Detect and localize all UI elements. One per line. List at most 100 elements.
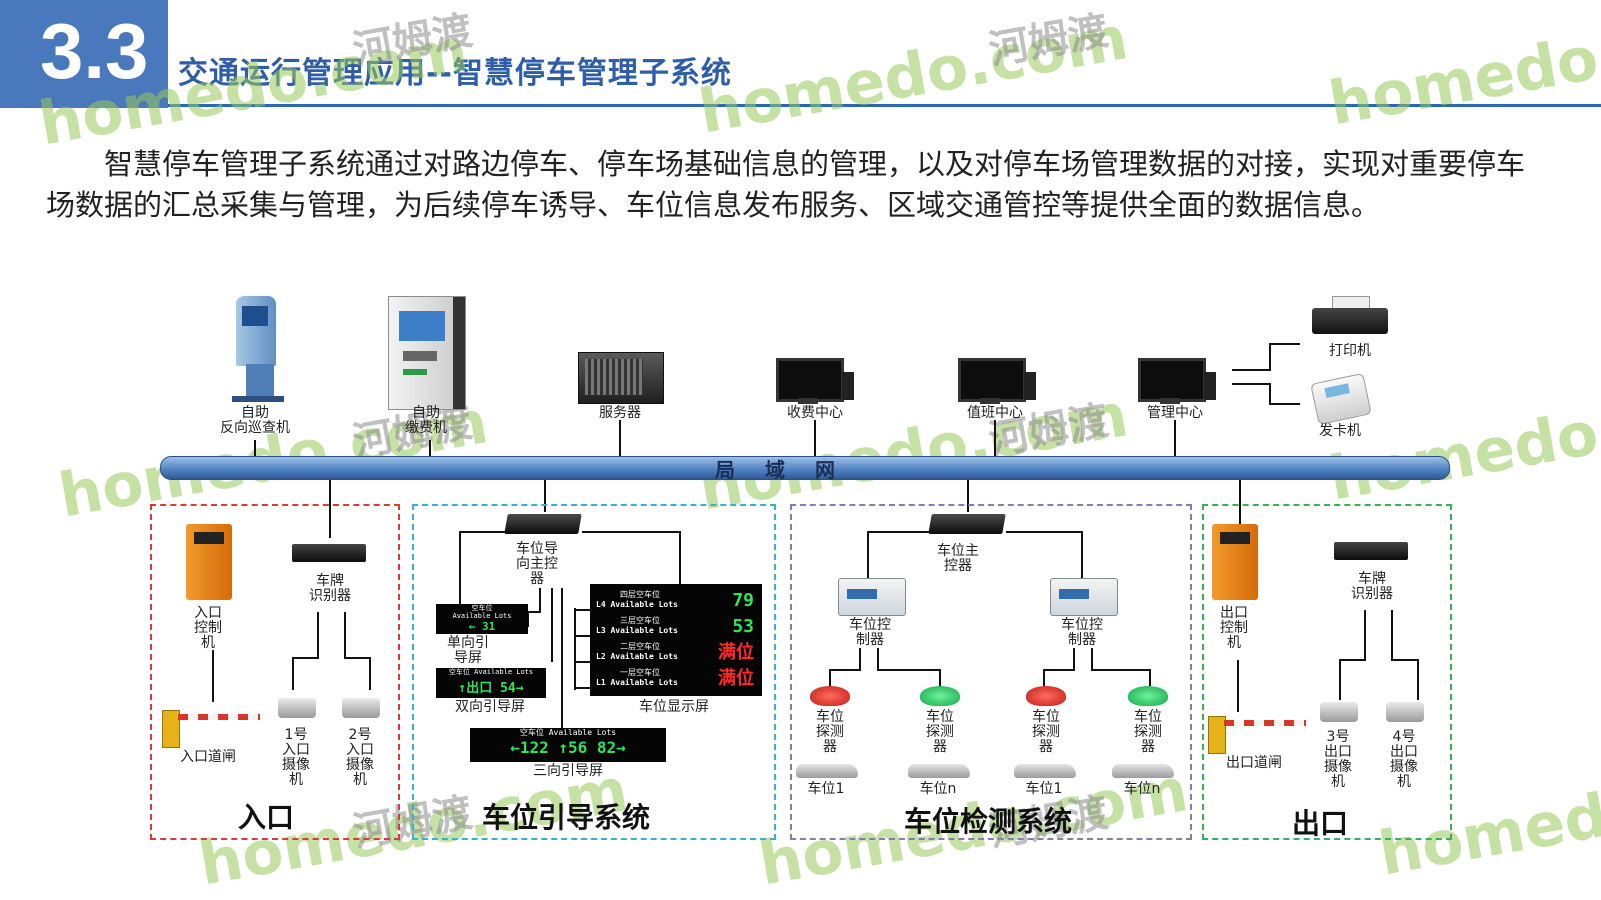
- lan-bus: [160, 456, 1450, 480]
- self-service-kiosk: [228, 296, 292, 404]
- level-row-value: 53: [732, 616, 754, 637]
- exit-zone-name: 出口: [1292, 807, 1349, 840]
- exit-cam3-label: 3号 出口 摄像 机: [1324, 729, 1352, 790]
- kiosk-label: 自助 反向巡查机: [220, 405, 290, 436]
- detector-green-icon: [1128, 686, 1168, 706]
- camera-icon: [278, 698, 316, 718]
- exit-cam4-label: 4号 出口 摄像 机: [1390, 729, 1418, 790]
- payment-machine: [388, 296, 466, 410]
- camera-icon: [342, 698, 380, 718]
- level-row-cn: 二层空车位: [620, 642, 660, 651]
- section-number: 3.3: [40, 7, 149, 95]
- triple-guide-sign: 空车位 Available Lots ←122 ↑56 82→: [470, 728, 666, 762]
- detection-master-controller: [928, 514, 1006, 534]
- car-icon: [1112, 764, 1174, 778]
- detector-label: 车位 探测 器: [1134, 709, 1162, 755]
- pc-tower: [1204, 372, 1216, 400]
- payment-label: 自助 缴费机: [405, 405, 447, 436]
- level-row-value: 79: [732, 590, 754, 611]
- entrance-controller-label: 入口 控制 机: [194, 605, 222, 651]
- level-row-cn: 三层空车位: [620, 616, 660, 625]
- monitor-duty-center: [958, 358, 1026, 402]
- monitor-charge-center: [776, 358, 844, 402]
- printer-label: 打印机: [1329, 343, 1371, 359]
- car-icon: [796, 764, 858, 778]
- title-divider: [168, 104, 1601, 107]
- server-label: 服务器: [599, 405, 641, 421]
- spot1-label: 车位1: [807, 781, 845, 797]
- guidance-master-label: 车位导 向主控 器: [516, 541, 558, 587]
- detection-zone: [790, 504, 1192, 840]
- entrance-zone-name: 入口: [238, 801, 295, 834]
- triple-sign-title: 空车位 Available Lots: [519, 728, 617, 737]
- ctrl1-label: 车位控 制器: [849, 617, 891, 648]
- printer: [1312, 296, 1388, 338]
- level-display-label: 车位显示屏: [639, 699, 709, 715]
- double-sign-value: ↑出口 54→: [458, 681, 524, 696]
- level-row-value: 满位: [718, 668, 754, 689]
- level-row-cn: 一层空车位: [620, 668, 660, 677]
- pc-tower: [842, 372, 854, 400]
- single-guide-sign: 空车位 Available Lots ← 31: [436, 604, 528, 634]
- monitor-management-center: [1138, 358, 1206, 402]
- single-sign-value: ← 31: [468, 620, 496, 633]
- pc-tower: [1024, 372, 1036, 400]
- guidance-zone-name: 车位引导系统: [482, 801, 651, 834]
- server: [578, 352, 664, 404]
- triple-sign-value: ←122 ↑56 82→: [510, 738, 626, 757]
- mgmt-label: 管理中心: [1147, 405, 1203, 421]
- exit-zone: [1202, 504, 1452, 840]
- spotn-label: 车位n: [919, 781, 957, 797]
- plate-recognizer: [292, 544, 366, 562]
- car-icon: [908, 764, 970, 778]
- exit-controller-label: 出口 控制 机: [1220, 605, 1248, 651]
- page-title: 交通运行管理应用--智慧停车管理子系统: [178, 56, 732, 91]
- plate-recognizer: [1334, 542, 1408, 560]
- detector-red-icon: [810, 686, 850, 706]
- entrance-gate-post: [162, 710, 180, 748]
- card-label: 发卡机: [1319, 423, 1361, 439]
- double-guide-sign: 空车位 Available Lots ↑出口 54→: [436, 668, 546, 698]
- triple-guide-label: 三向引导屏: [533, 763, 603, 779]
- exit-gate-arm: [1224, 720, 1306, 726]
- car-icon: [1014, 764, 1076, 778]
- double-guide-label: 双向引导屏: [455, 699, 525, 715]
- camera-icon: [1320, 702, 1358, 722]
- single-guide-label: 单向引 导屏: [447, 635, 489, 666]
- detector-green-icon: [920, 686, 960, 706]
- detector-label: 车位 探测 器: [816, 709, 844, 755]
- detector-label: 车位 探测 器: [1032, 709, 1060, 755]
- exit-controller: [1212, 524, 1258, 600]
- exit-gate-label: 出口道闸: [1226, 755, 1282, 771]
- guidance-zone: [412, 504, 776, 840]
- level-row-en: L4 Available Lots: [596, 600, 678, 609]
- exit-plate-label: 车牌 识别器: [1351, 571, 1393, 602]
- ctrl2-label: 车位控 制器: [1061, 617, 1103, 648]
- monitor-stand: [1160, 398, 1180, 404]
- entrance-zone: [150, 504, 400, 840]
- level-row-value: 满位: [718, 642, 754, 663]
- charge-label: 收费中心: [787, 405, 843, 421]
- level-row-cn: 四层空车位: [620, 590, 660, 599]
- detector-red-icon: [1026, 686, 1066, 706]
- entrance-gate-label: 入口道闸: [180, 749, 236, 765]
- entrance-plate-label: 车牌 识别器: [309, 573, 351, 604]
- spot-controller-1: [838, 578, 906, 616]
- single-sign-title: 空车位 Available Lots: [452, 604, 512, 620]
- intro-paragraph: 智慧停车管理子系统通过对路边停车、停车场基础信息的管理，以及对停车场管理数据的对…: [46, 147, 1526, 222]
- monitor-stand: [980, 398, 1000, 404]
- exit-gate-post: [1208, 716, 1226, 754]
- detector-label: 车位 探测 器: [926, 709, 954, 755]
- spot1-label: 车位1: [1025, 781, 1063, 797]
- lan-label: 局域网: [715, 458, 865, 482]
- spot-controller-2: [1050, 578, 1118, 616]
- spotn-label: 车位n: [1123, 781, 1161, 797]
- entrance-gate-arm: [178, 714, 260, 720]
- level-row-en: L1 Available Lots: [596, 678, 678, 687]
